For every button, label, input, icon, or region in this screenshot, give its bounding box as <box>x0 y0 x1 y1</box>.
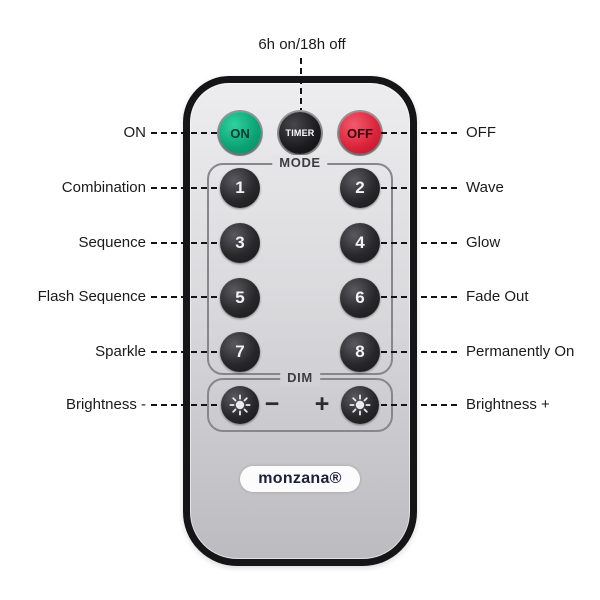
leader-line-combination <box>151 187 219 189</box>
leader-line-permanently-on <box>381 351 457 353</box>
brand-logo: monzana® <box>240 466 360 492</box>
annotation-glow: Glow <box>466 234 501 251</box>
mode-button-7[interactable]: 7 <box>220 332 260 372</box>
annotation-wave: Wave <box>466 179 504 196</box>
sun-icon <box>349 394 371 416</box>
annotation-timer-schedule: 6h on/18h off <box>258 36 346 53</box>
leader-line-fade-out <box>381 296 457 298</box>
dim-section-title: DIM <box>280 370 320 385</box>
timer-button[interactable]: TIMER <box>279 112 321 154</box>
leader-line-glow <box>381 242 457 244</box>
mode-button-5[interactable]: 5 <box>220 278 260 318</box>
mode-button-2[interactable]: 2 <box>340 168 380 208</box>
mode-button-4[interactable]: 4 <box>340 223 380 263</box>
annotation-brightness-plus: Brightness + <box>466 396 550 413</box>
annotation-fade-out: Fade Out <box>466 288 529 305</box>
brand-logo-text: monzana® <box>258 470 342 487</box>
annotation-sequence: Sequence <box>78 234 146 251</box>
leader-line-timer <box>300 58 302 110</box>
off-button[interactable]: OFF <box>339 112 381 154</box>
leader-line-sparkle <box>151 351 219 353</box>
mode-button-6[interactable]: 6 <box>340 278 380 318</box>
remote-body: ON TIMER OFF MODE 1 2 3 4 5 6 7 8 DIM <box>183 76 417 566</box>
mode-button-1[interactable]: 1 <box>220 168 260 208</box>
annotation-sparkle: Sparkle <box>95 343 146 360</box>
annotation-on: ON <box>123 124 147 141</box>
leader-line-off <box>381 132 457 134</box>
annotation-permanently-on: Permanently On <box>466 343 575 360</box>
leader-line-brightness-plus <box>381 404 457 406</box>
mode-button-3[interactable]: 3 <box>220 223 260 263</box>
leader-line-brightness-minus <box>151 404 219 406</box>
annotation-combination: Combination <box>61 179 146 196</box>
leader-line-flash-sequence <box>151 296 219 298</box>
mode-button-8[interactable]: 8 <box>340 332 380 372</box>
leader-line-wave <box>381 187 457 189</box>
annotation-brightness-minus: Brightness - <box>65 396 146 413</box>
dim-plus-symbol: + <box>314 390 330 418</box>
brightness-plus-button[interactable] <box>341 386 379 424</box>
annotation-off: OFF <box>466 124 496 141</box>
annotation-flash-sequence: Flash Sequence <box>37 288 146 305</box>
brightness-minus-button[interactable] <box>221 386 259 424</box>
on-button[interactable]: ON <box>219 112 261 154</box>
sun-icon <box>229 394 251 416</box>
leader-line-sequence <box>151 242 219 244</box>
leader-line-on <box>151 132 219 134</box>
dim-minus-symbol: − <box>264 390 280 418</box>
mode-section-title: MODE <box>272 155 328 170</box>
